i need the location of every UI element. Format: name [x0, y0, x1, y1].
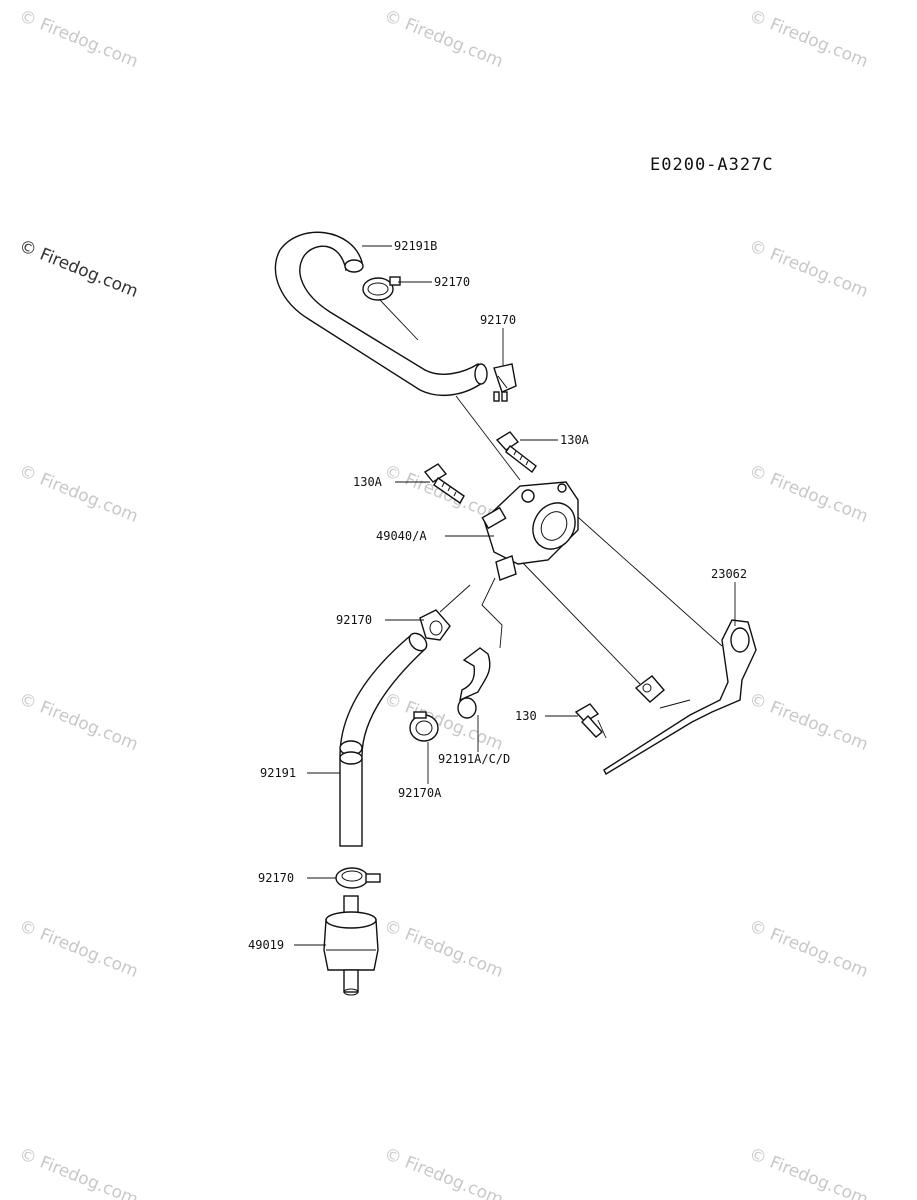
watermark-12: © Firedog.com	[16, 916, 141, 982]
bolt-130a-left	[423, 463, 465, 505]
watermark-5: © Firedog.com	[746, 236, 871, 302]
label-clamp-a: 92170A	[398, 786, 442, 800]
leader-lines	[294, 245, 736, 946]
label-hose-elbow: 92191A/C/D	[438, 752, 510, 766]
watermark-3: © Firedog.com	[746, 6, 871, 72]
label-bolt-right: 130A	[560, 433, 590, 447]
mid-clamp	[419, 609, 451, 641]
bolt-130	[574, 703, 603, 738]
fuel-filter	[323, 895, 379, 996]
watermark-4: © Firedog.com	[16, 236, 141, 302]
label-fuel-pump: 49040/A	[376, 529, 427, 543]
upper-clamp	[362, 276, 401, 301]
bolt-130a-right	[495, 431, 537, 474]
label-fuel-filter: 49019	[248, 938, 284, 952]
watermark-16: © Firedog.com	[381, 1144, 506, 1200]
watermarks: © Firedog.com © Firedog.com © Firedog.co…	[16, 6, 871, 1200]
label-bolt-small: 130	[515, 709, 537, 723]
watermark-10: © Firedog.com	[381, 689, 506, 755]
part-labels: 92191B 92170 92170 130A 130A 49040/A 230…	[248, 239, 747, 952]
watermark-9: © Firedog.com	[16, 689, 141, 755]
label-clamp-mid: 92170	[336, 613, 372, 627]
assembly-guides	[379, 299, 723, 739]
upper-clamp-2	[493, 363, 517, 402]
fuel-pump	[481, 481, 579, 581]
label-bracket: 23062	[711, 567, 747, 581]
watermark-15: © Firedog.com	[16, 1144, 141, 1200]
watermark-17: © Firedog.com	[746, 1144, 871, 1200]
watermark-2: © Firedog.com	[381, 6, 506, 72]
watermark-13: © Firedog.com	[381, 916, 506, 982]
watermark-14: © Firedog.com	[746, 916, 871, 982]
label-hose-upper: 92191B	[394, 239, 437, 253]
clamp-92170a	[409, 711, 439, 742]
elbow-hose	[457, 647, 491, 719]
upper-hose	[274, 231, 488, 396]
lower-clamp	[335, 867, 381, 889]
watermark-8: © Firedog.com	[746, 461, 871, 527]
bracket	[603, 619, 757, 775]
watermark-11: © Firedog.com	[746, 689, 871, 755]
label-bolt-left: 130A	[353, 475, 383, 489]
label-clamp-upper-2: 92170	[480, 313, 516, 327]
lower-hose	[339, 632, 428, 847]
watermark-6: © Firedog.com	[16, 461, 141, 527]
label-clamp-lower: 92170	[258, 871, 294, 885]
diagram-code: E0200-A327C	[650, 155, 774, 175]
label-clamp-upper: 92170	[434, 275, 470, 289]
label-hose-lower: 92191	[260, 766, 296, 780]
watermark-1: © Firedog.com	[16, 6, 141, 72]
